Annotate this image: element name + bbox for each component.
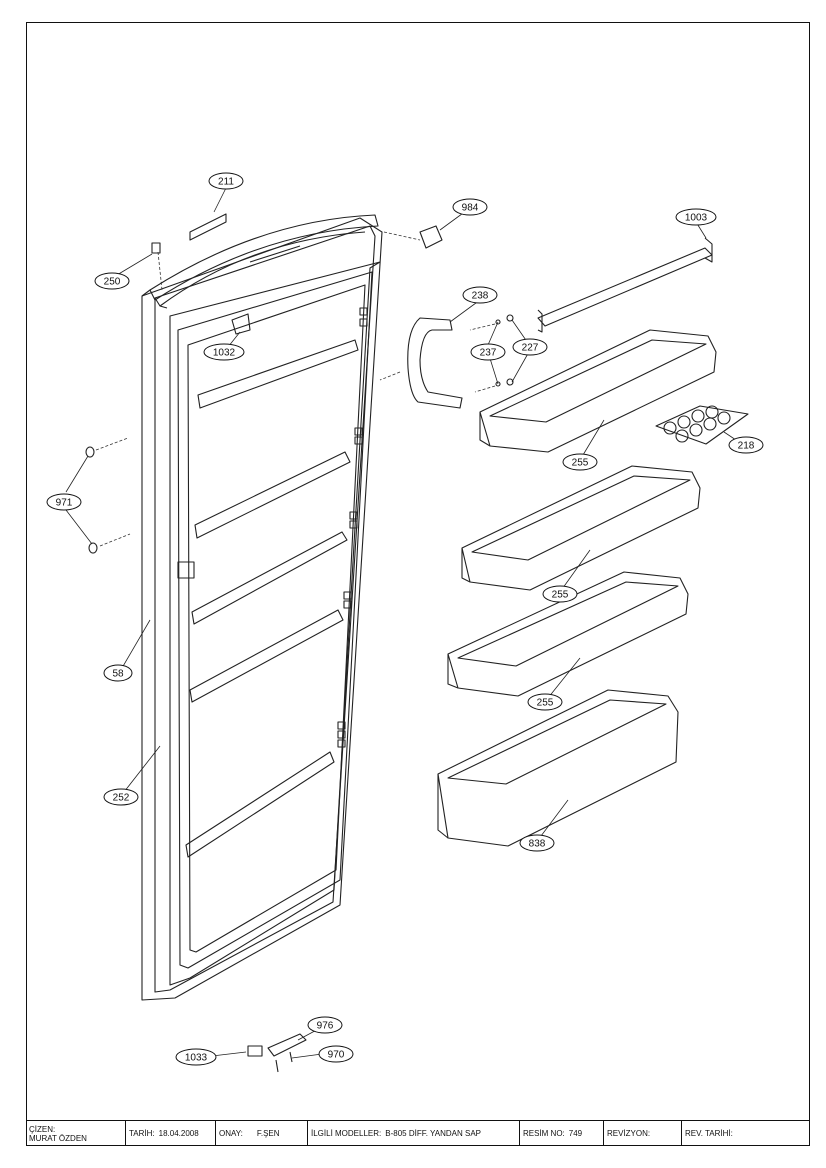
date-value: 18.04.2008 bbox=[158, 1129, 199, 1138]
callout-label: 970 bbox=[328, 1050, 345, 1061]
callout-label: 971 bbox=[56, 498, 73, 509]
callout-838: 838 bbox=[519, 834, 555, 852]
callout-oval bbox=[203, 343, 245, 361]
title-block: ÇİZEN: MURAT ÖZDEN TARİH: 18.04.2008 ONA… bbox=[26, 1120, 810, 1146]
callout-oval bbox=[519, 834, 555, 852]
part-1003-rail bbox=[537, 237, 713, 333]
callout-250: 250 bbox=[94, 272, 130, 290]
drawn-by-label: ÇİZEN: bbox=[29, 1124, 56, 1134]
drawing-no-label: RESİM NO: bbox=[523, 1129, 565, 1138]
callout-970: 970 bbox=[318, 1045, 354, 1063]
callout-label: 1032 bbox=[213, 348, 236, 359]
callout-1033: 1033 bbox=[175, 1048, 217, 1066]
part-255-bin-1 bbox=[479, 329, 717, 453]
callout-oval bbox=[462, 286, 498, 304]
part-976 bbox=[267, 1033, 307, 1057]
callout-oval bbox=[512, 338, 548, 356]
revision-date-label: REV. TARİHİ: bbox=[685, 1129, 733, 1138]
callout-oval bbox=[675, 208, 717, 226]
part-1032 bbox=[231, 313, 251, 335]
callout-label: 255 bbox=[572, 458, 589, 469]
callout-oval bbox=[307, 1016, 343, 1034]
part-970-screws bbox=[275, 1051, 293, 1073]
callout-label: 211 bbox=[218, 177, 234, 188]
callout-252: 252 bbox=[103, 788, 139, 806]
drawn-by-value: MURAT ÖZDEN bbox=[29, 1133, 87, 1143]
part-971-cap-2 bbox=[88, 542, 98, 554]
models-label: İLGİLİ MODELLER: bbox=[311, 1129, 382, 1138]
drawn-by-cell: ÇİZEN: MURAT ÖZDEN bbox=[26, 1121, 126, 1146]
drawing-no-cell: RESİM NO: 749 bbox=[520, 1121, 604, 1146]
callout-label: 237 bbox=[480, 348, 497, 359]
callout-oval bbox=[208, 172, 244, 190]
callout-oval bbox=[542, 585, 578, 603]
revision-label: REVİZYON: bbox=[607, 1129, 651, 1138]
callout-218: 218 bbox=[728, 436, 764, 454]
approved-value: F.ŞEN bbox=[256, 1129, 280, 1138]
revision-date-cell: REV. TARİHİ: bbox=[682, 1121, 810, 1146]
part-984 bbox=[419, 225, 443, 249]
callout-976: 976 bbox=[307, 1016, 343, 1034]
approved-cell: ONAY: F.ŞEN bbox=[216, 1121, 308, 1146]
callout-oval bbox=[470, 343, 506, 361]
leader-lines bbox=[65, 187, 743, 1059]
callout-oval bbox=[452, 198, 488, 216]
callout-label: 838 bbox=[529, 839, 546, 850]
part-255-bin-2 bbox=[461, 465, 701, 591]
callout-oval bbox=[103, 664, 133, 682]
part-1033 bbox=[247, 1045, 263, 1057]
callout-oval bbox=[46, 493, 82, 511]
callout-oval bbox=[318, 1045, 354, 1063]
callout-oval bbox=[527, 693, 563, 711]
part-838-bin bbox=[437, 689, 679, 847]
callout-oval bbox=[94, 272, 130, 290]
callout-255: 255 bbox=[542, 585, 578, 603]
callout-label: 255 bbox=[537, 698, 554, 709]
assembly-lines bbox=[95, 231, 496, 547]
approved-label: ONAY: bbox=[219, 1129, 243, 1138]
callout-label: 1003 bbox=[685, 213, 708, 224]
callout-label: 58 bbox=[112, 669, 124, 680]
drawing-no-value: 749 bbox=[568, 1129, 583, 1138]
door-panel bbox=[141, 214, 383, 1001]
callout-label: 218 bbox=[738, 441, 755, 452]
callout-oval bbox=[728, 436, 764, 454]
drawing-frame bbox=[26, 22, 810, 1146]
callout-label: 1033 bbox=[185, 1053, 208, 1064]
callout-237: 237 bbox=[470, 343, 506, 361]
date-cell: TARİH: 18.04.2008 bbox=[126, 1121, 216, 1146]
callout-oval bbox=[103, 788, 139, 806]
callout-label: 976 bbox=[317, 1021, 334, 1032]
date-label: TARİH: bbox=[129, 1129, 155, 1138]
callout-oval bbox=[562, 453, 598, 471]
callout-label: 238 bbox=[472, 291, 489, 302]
callout-oval bbox=[175, 1048, 217, 1066]
models-cell: İLGİLİ MODELLER: B-805 DİFF. YANDAN SAP bbox=[308, 1121, 520, 1146]
part-238-handle bbox=[407, 317, 463, 409]
callout-971: 971 bbox=[46, 493, 82, 511]
callout-1032: 1032 bbox=[203, 343, 245, 361]
callout-238: 238 bbox=[462, 286, 498, 304]
part-255-bin-3 bbox=[447, 571, 689, 697]
part-250 bbox=[151, 242, 161, 254]
callout-1003: 1003 bbox=[675, 208, 717, 226]
part-211 bbox=[189, 213, 227, 241]
revision-cell: REVİZYON: bbox=[604, 1121, 682, 1146]
callout-255: 255 bbox=[562, 453, 598, 471]
callout-211: 211 bbox=[208, 172, 244, 190]
callout-label: 250 bbox=[104, 277, 121, 288]
models-value: B-805 DİFF. YANDAN SAP bbox=[385, 1129, 481, 1138]
callout-255: 255 bbox=[527, 693, 563, 711]
callout-label: 252 bbox=[113, 793, 130, 804]
callout-227: 227 bbox=[512, 338, 548, 356]
callout-58: 58 bbox=[103, 664, 133, 682]
part-218-egg-tray bbox=[655, 405, 749, 445]
callout-label: 255 bbox=[552, 590, 569, 601]
callout-984: 984 bbox=[452, 198, 488, 216]
callout-label: 984 bbox=[462, 203, 479, 214]
callout-label: 227 bbox=[522, 343, 539, 354]
part-971-cap-1 bbox=[85, 446, 95, 458]
